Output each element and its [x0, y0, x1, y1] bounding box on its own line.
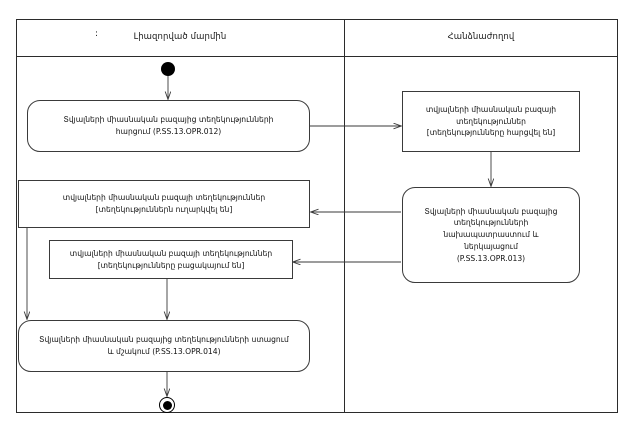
- object-node-information-sent[interactable]: տվյալների միասնական բազայի տեղեկությունն…: [18, 180, 310, 228]
- final-node: [159, 397, 175, 413]
- action-node-prepare-and-submit-line-3: նախապատրաստում և: [443, 230, 539, 240]
- swimlane-frame: [16, 19, 618, 413]
- object-node-information-requested-line-2: տեղեկություններ: [456, 116, 526, 126]
- lane-header-authorized-body: Լիազորված մարմին: [133, 32, 227, 42]
- swimlane-divider: [344, 19, 345, 413]
- lane-header-commission: Հանձնաժողով: [447, 32, 515, 42]
- object-node-information-absent-line-2: [տեղեկությունները բացակայում են]: [97, 260, 245, 270]
- object-node-information-sent-line-2: [տեղեկություններն ուղարկվել են]: [95, 205, 233, 214]
- action-node-request-information-line-1: Տվյալների միասնական բազայից տեղեկություն…: [63, 115, 274, 125]
- action-node-request-information[interactable]: Տվյալների միասնական բազայից տեղեկություն…: [27, 100, 310, 152]
- action-node-receive-and-process-line-1: Տվյալների միասնական բազայից տեղեկություն…: [39, 335, 289, 345]
- action-node-request-information-line-2: հարցում (P.SS.13.OPR.012): [115, 127, 222, 136]
- action-node-prepare-and-submit-line-1: Տվյալների միասնական բազայից: [424, 206, 558, 216]
- lane-left-prefix: :: [95, 29, 99, 39]
- object-node-information-sent-line-1: տվյալների միասնական բազայի տեղեկությունն…: [62, 193, 266, 203]
- object-node-information-requested[interactable]: տվյալների միասնական բազայի տեղեկությունն…: [402, 91, 580, 152]
- action-node-prepare-and-submit-line-5: (P.SS.13.OPR.013): [456, 253, 526, 263]
- action-node-receive-and-process[interactable]: Տվյալների միասնական բազայից տեղեկություն…: [18, 320, 310, 372]
- action-node-prepare-and-submit-line-4: ներկայացում: [464, 241, 518, 251]
- object-node-information-requested-line-1: տվյալների միասնական բազայի: [425, 104, 557, 114]
- action-node-receive-and-process-line-2: և մշակում (P.SS.13.OPR.014): [107, 347, 221, 356]
- initial-node: [161, 62, 175, 76]
- swimlane-header-rule: [16, 56, 618, 57]
- object-node-information-absent-line-1: տվյալների միասնական բազայի տեղեկությունն…: [69, 248, 273, 258]
- object-node-information-absent[interactable]: տվյալների միասնական բազայի տեղեկությունն…: [49, 240, 293, 279]
- object-node-information-requested-line-3: [տեղեկությունները հարցվել են]: [426, 128, 556, 138]
- action-node-prepare-and-submit-line-2: տեղեկությունների: [453, 218, 529, 228]
- action-node-prepare-and-submit[interactable]: Տվյալների միասնական բազայից տեղեկություն…: [402, 187, 580, 283]
